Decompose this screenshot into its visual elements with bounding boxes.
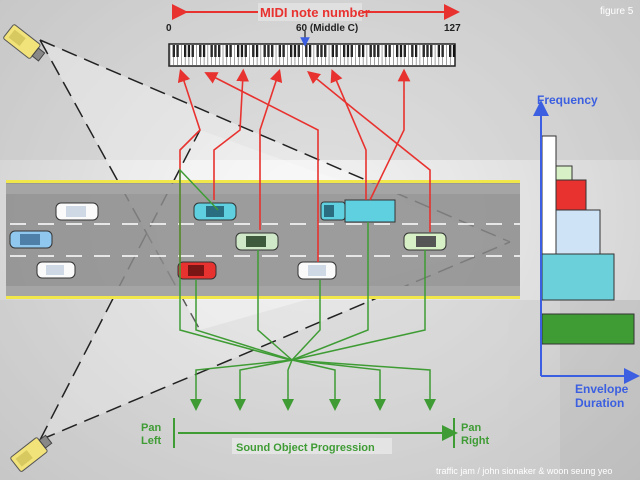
pan-left-label-2: Left bbox=[141, 435, 162, 447]
midi-high-label: 127 bbox=[444, 23, 461, 34]
envelope-y-label: Frequency bbox=[537, 93, 598, 107]
midi-low-label: 0 bbox=[166, 23, 172, 34]
car-white-left bbox=[55, 202, 99, 221]
envelope-x-label-2: Duration bbox=[575, 396, 624, 410]
envelope-chart bbox=[533, 100, 640, 384]
midi-title: MIDI note number bbox=[260, 5, 370, 20]
camera-top-left bbox=[3, 24, 46, 62]
pan-progression-label: Sound Object Progression bbox=[236, 442, 375, 454]
midi-middle-label: 60 (Middle C) bbox=[296, 23, 358, 34]
camera-bottom-left bbox=[10, 434, 53, 472]
truck-cyan bbox=[320, 199, 396, 223]
car-white-left-2 bbox=[36, 261, 76, 279]
black-key bbox=[452, 45, 456, 57]
car-green bbox=[235, 232, 279, 251]
car-lightgreen-right bbox=[403, 232, 447, 251]
keyboard-keys bbox=[169, 45, 456, 65]
pan-left-label-1: Pan bbox=[141, 422, 161, 434]
figure-label: figure 5 bbox=[600, 6, 634, 17]
car-cyan bbox=[193, 202, 237, 221]
pan-axis bbox=[173, 418, 458, 454]
credit-line: traffic jam / john sionaker & woon seung… bbox=[436, 466, 612, 476]
car-blue-left bbox=[9, 230, 53, 249]
midi-range-arrow bbox=[172, 3, 460, 47]
envelope-x-label-1: Envelope bbox=[575, 382, 629, 396]
pan-right-label-2: Right bbox=[461, 435, 489, 447]
midi-keyboard bbox=[168, 43, 456, 67]
car-red bbox=[177, 261, 217, 280]
car-white-center bbox=[297, 261, 337, 280]
pan-right-label-1: Pan bbox=[461, 422, 481, 434]
green-pan-mapping-lines bbox=[179, 168, 436, 411]
